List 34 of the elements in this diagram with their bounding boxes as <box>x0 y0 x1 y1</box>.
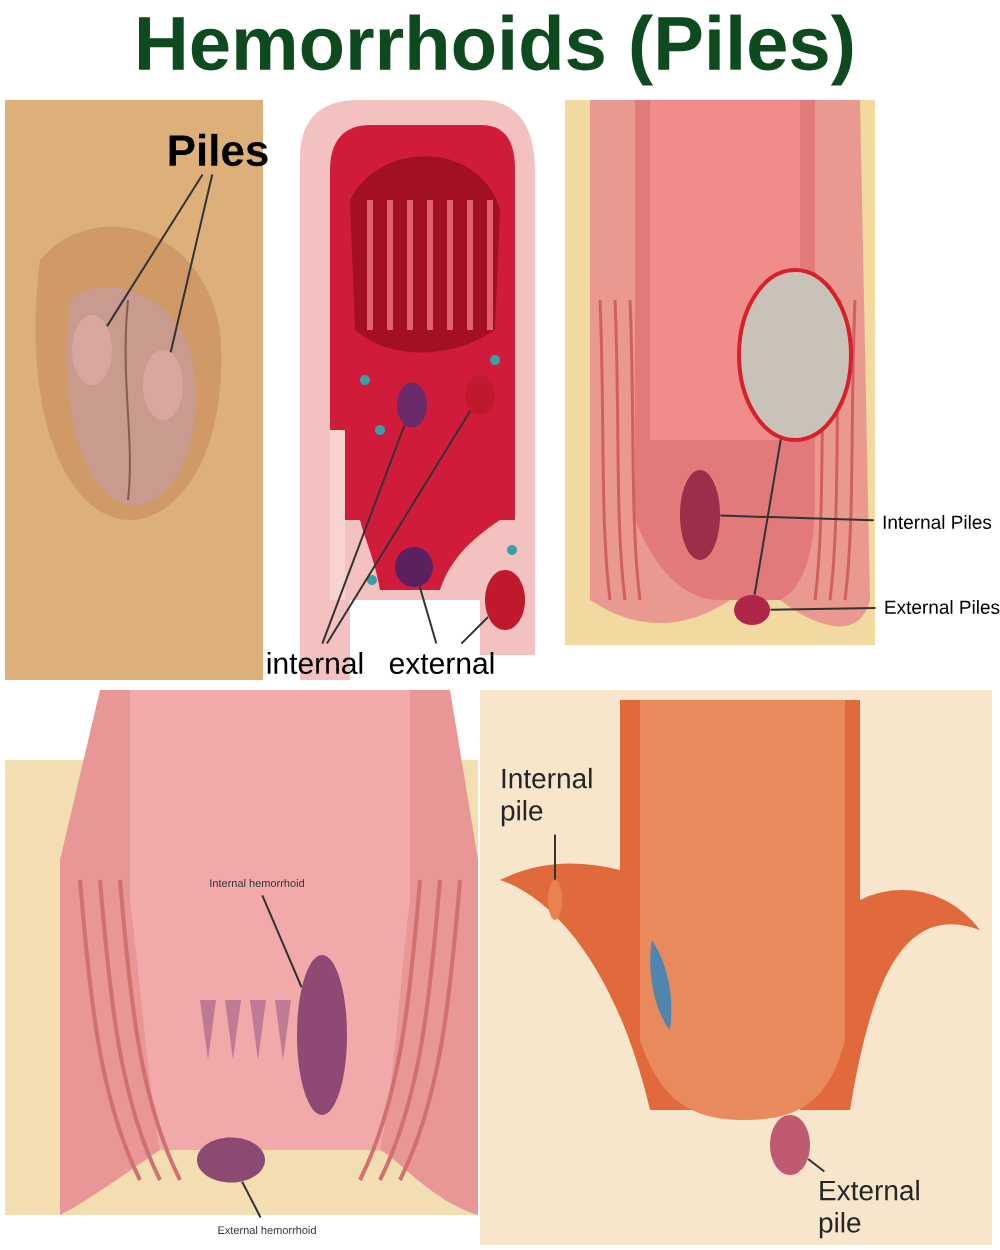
leader-line <box>807 1158 826 1173</box>
hemorrhoid <box>297 955 347 1115</box>
leader-line <box>753 438 782 596</box>
label: External pile <box>819 1179 919 1239</box>
hemorrhoid <box>734 595 770 625</box>
label: External hemorrhoid <box>218 1226 316 1235</box>
leader-line <box>554 833 556 881</box>
title: Hemorrhoids (Piles) <box>139 14 853 86</box>
hemorrhoid <box>548 880 562 920</box>
hemorrhoid <box>770 1115 810 1175</box>
leader-line <box>321 424 406 645</box>
leader-line <box>106 173 204 328</box>
label: Internal hemorrhoid <box>210 879 304 888</box>
label: Internal pile <box>501 767 592 827</box>
hemorrhoid <box>397 382 427 428</box>
leader-line <box>241 1180 262 1219</box>
hemorrhoid <box>485 570 525 630</box>
hemorrhoid <box>395 547 433 587</box>
hemorrhoid <box>72 315 112 385</box>
leader-line <box>418 585 438 645</box>
leader-line <box>460 615 490 645</box>
hemorrhoid <box>143 350 183 420</box>
label: External Piles <box>885 600 1000 614</box>
label: internal <box>267 652 363 674</box>
leader-line <box>261 894 303 989</box>
leader-line <box>169 173 214 354</box>
leader-line <box>719 514 875 522</box>
hemorrhoid <box>197 1137 265 1183</box>
leader-line <box>325 409 472 645</box>
hemorrhoid <box>680 470 720 560</box>
magnified-inset <box>737 268 853 442</box>
label: external <box>389 652 494 674</box>
label: Internal Piles <box>883 515 992 529</box>
hemorrhoid <box>465 375 495 415</box>
